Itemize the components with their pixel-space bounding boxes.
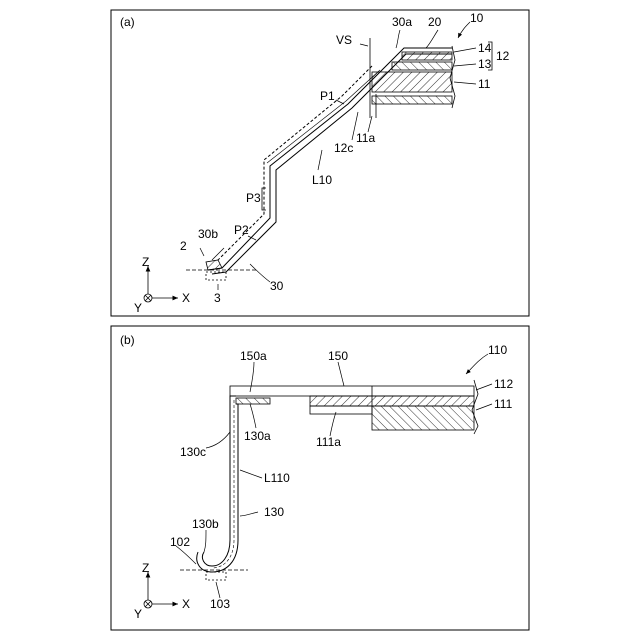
panel-b: (b) bbox=[111, 326, 529, 630]
label-110: 110 bbox=[488, 343, 507, 357]
axis-y-a: Y bbox=[134, 301, 142, 315]
label-111: 111 bbox=[494, 397, 513, 411]
label-150: 150 bbox=[328, 349, 348, 363]
label-p3: P3 bbox=[246, 191, 261, 205]
label-20: 20 bbox=[428, 15, 442, 29]
panel-b-label: (b) bbox=[120, 333, 135, 347]
label-2: 2 bbox=[180, 239, 187, 253]
label-p2: P2 bbox=[234, 223, 249, 237]
label-112: 112 bbox=[494, 377, 513, 391]
layer-14 bbox=[402, 52, 452, 60]
label-13: 13 bbox=[478, 57, 492, 71]
axes-a: Z Y X bbox=[134, 255, 190, 315]
layer-13 bbox=[392, 62, 452, 70]
layer-11 bbox=[372, 72, 452, 92]
panel-a-label: (a) bbox=[120, 15, 135, 29]
label-111a: 111a bbox=[316, 435, 341, 449]
axis-z-b: Z bbox=[142, 561, 149, 575]
label-10: 10 bbox=[470, 11, 484, 25]
pad-150a bbox=[236, 398, 270, 404]
panel-a-frame bbox=[111, 10, 529, 316]
label-l110: L110 bbox=[264, 471, 290, 485]
layer-112 bbox=[230, 386, 474, 396]
label-11: 11 bbox=[478, 77, 491, 91]
label-11a: 11a bbox=[356, 131, 375, 145]
label-14: 14 bbox=[478, 41, 492, 55]
region-111a bbox=[310, 406, 372, 414]
label-l10: L10 bbox=[312, 173, 332, 187]
layer-111 bbox=[372, 406, 474, 430]
label-vs: VS bbox=[336, 33, 352, 47]
layer-112-body bbox=[310, 396, 474, 406]
label-3: 3 bbox=[214, 291, 221, 305]
label-12c: 12c bbox=[334, 141, 353, 155]
label-103: 103 bbox=[210, 597, 230, 611]
region-103 bbox=[206, 572, 226, 580]
panel-b-frame bbox=[111, 326, 529, 630]
display-stack-b bbox=[230, 380, 478, 434]
label-130a: 130a bbox=[244, 429, 271, 443]
label-130: 130 bbox=[264, 505, 284, 519]
axis-y-b: Y bbox=[134, 607, 142, 621]
end-hook-30b bbox=[206, 260, 222, 270]
label-30b: 30b bbox=[198, 227, 218, 241]
label-30: 30 bbox=[270, 279, 284, 293]
label-150a: 150a bbox=[240, 349, 267, 363]
panel-a: (a) bbox=[111, 10, 529, 316]
label-102: 102 bbox=[170, 535, 190, 549]
display-stack-a bbox=[372, 46, 455, 108]
label-130b: 130b bbox=[192, 517, 219, 531]
axis-x-b: X bbox=[182, 597, 190, 611]
label-30a: 30a bbox=[392, 15, 412, 29]
label-130c: 130c bbox=[180, 445, 206, 459]
label-p1: P1 bbox=[320, 89, 335, 103]
bottom-plate bbox=[372, 96, 452, 104]
axis-z-a: Z bbox=[142, 255, 149, 269]
flexible-substrate-130 bbox=[197, 396, 238, 572]
axis-x-a: X bbox=[182, 291, 190, 305]
label-12: 12 bbox=[496, 49, 510, 63]
